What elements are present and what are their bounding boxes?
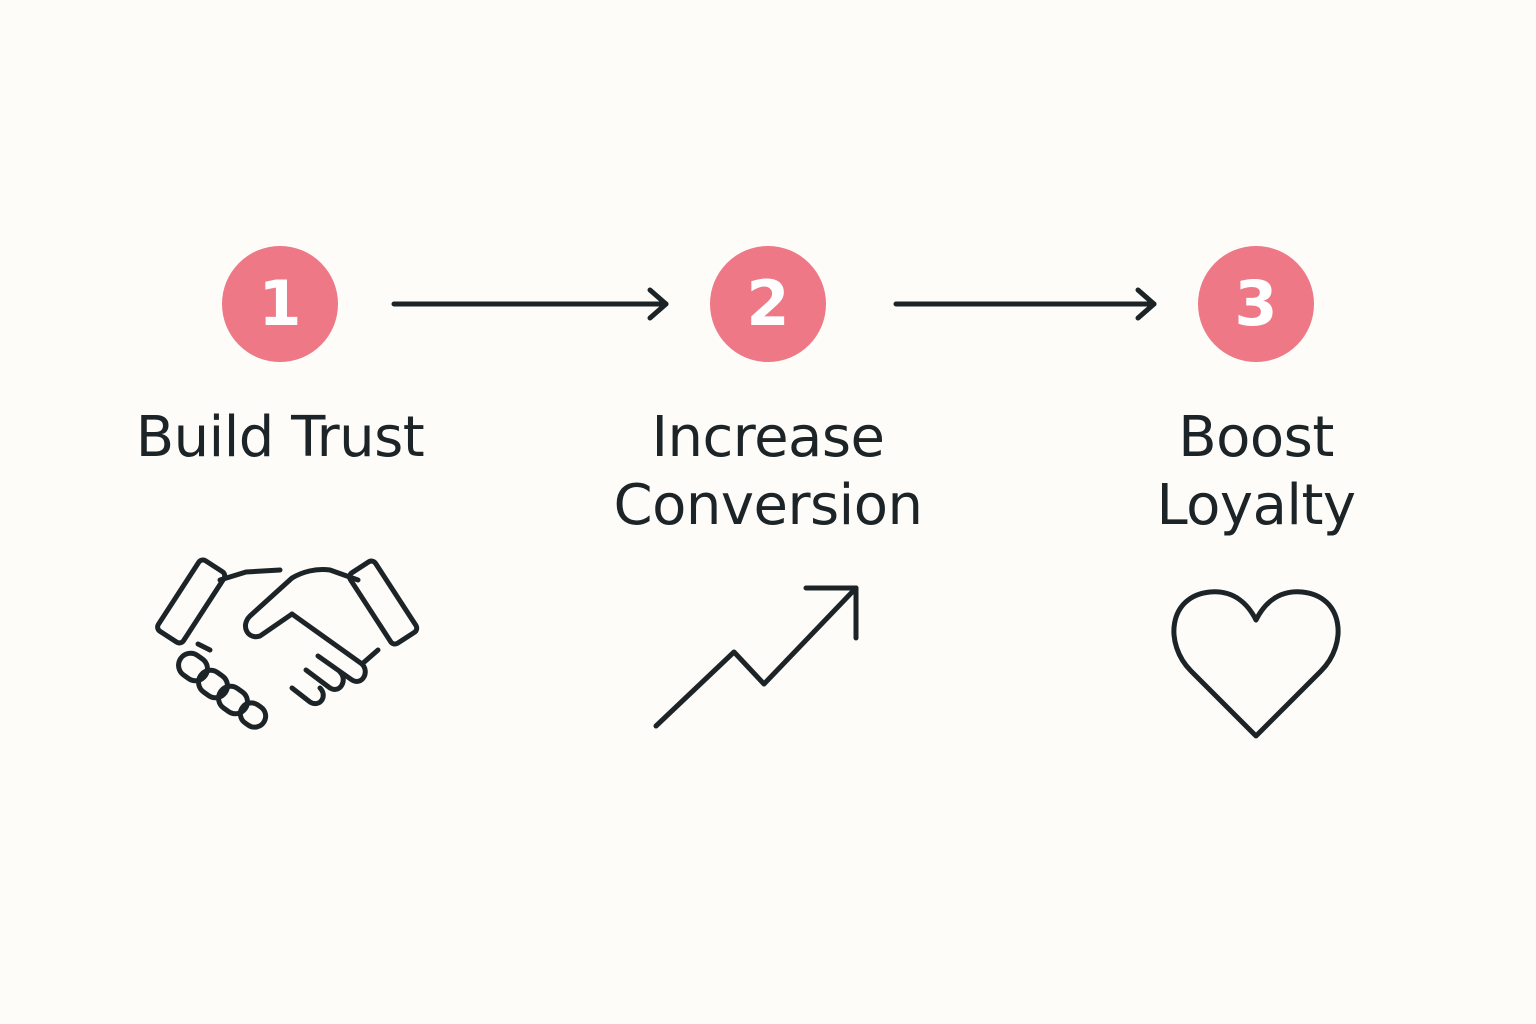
step-number-badge: 2: [710, 246, 826, 362]
step-label-line: Loyalty: [1156, 473, 1356, 538]
step-build-trust: 1 Build Trust: [70, 0, 490, 1024]
arrow-right-icon: [892, 284, 1168, 324]
handshake-icon: [70, 540, 490, 760]
trend-up-arrow-icon: [558, 540, 978, 760]
heart-icon: [1046, 540, 1466, 760]
step-boost-loyalty: 3 Boost Loyalty: [1046, 0, 1466, 1024]
step-label: Build Trust: [70, 404, 490, 472]
step-label-line: Conversion: [613, 473, 923, 538]
step-number-badge: 1: [222, 246, 338, 362]
step-label: Boost Loyalty: [1046, 404, 1466, 540]
step-label-line: Boost: [1178, 405, 1334, 470]
step-label: Increase Conversion: [558, 404, 978, 540]
step-number-badge: 3: [1198, 246, 1314, 362]
step-label-line: Build Trust: [135, 405, 425, 470]
arrow-right-icon: [390, 284, 680, 324]
step-increase-conversion: 2 Increase Conversion: [558, 0, 978, 1024]
step-label-line: Increase: [651, 405, 886, 470]
